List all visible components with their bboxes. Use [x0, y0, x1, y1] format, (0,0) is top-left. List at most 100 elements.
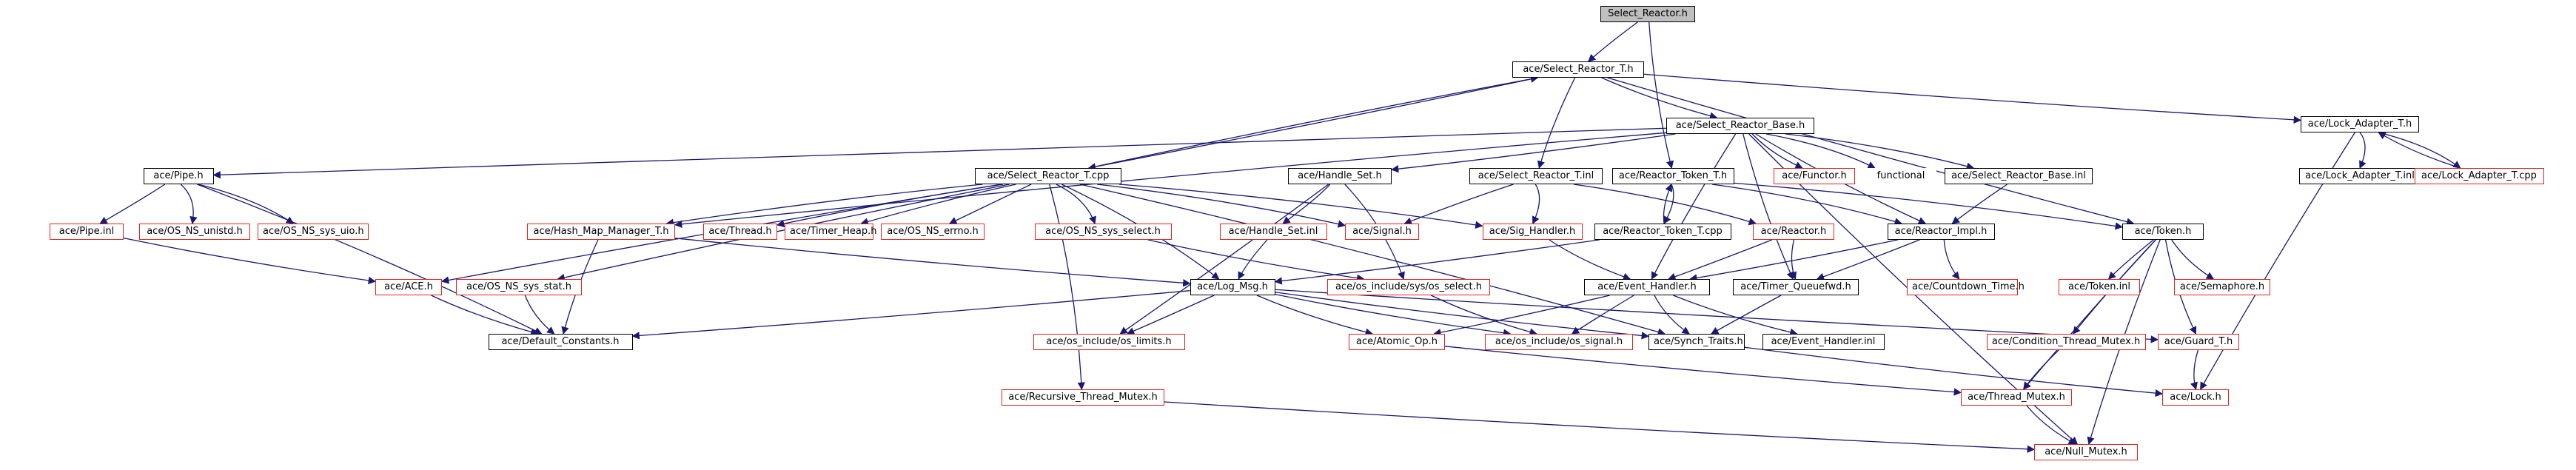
edge-n5-n46 — [1049, 184, 1085, 391]
edge-n33-n41 — [1571, 295, 1634, 335]
node-ace-reactor-impl-h[interactable]: ace/Reactor_Impl.h — [1887, 224, 1995, 240]
edge-n32-n41 — [1430, 295, 1537, 336]
node-ace-countdown-time-h[interactable]: ace/Countdown_Time.h — [1907, 279, 2025, 295]
node-ace-synch-traits-h[interactable]: ace/Synch_Traits.h — [1648, 334, 1745, 350]
node-ace-os-include-sys-os-select-h[interactable]: ace/os_include/sys/os_select.h — [1327, 279, 1490, 295]
node-ace-functor-h[interactable]: ace/Functor.h — [1774, 168, 1855, 184]
node-ace-reactor-h[interactable]: ace/Reactor.h — [1753, 224, 1834, 240]
edge-n25-n8 — [1663, 184, 1673, 224]
node-ace-atomic-op-h[interactable]: ace/Atomic_Op.h — [1349, 334, 1445, 350]
edge-n21-n32 — [1147, 239, 1365, 282]
edge-n2-n33 — [1651, 133, 1737, 280]
node-ace-reactor-token-t-cpp[interactable]: ace/Reactor_Token_T.cpp — [1594, 224, 1731, 240]
node-ace-null-mutex-h[interactable]: ace/Null_Mutex.h — [2034, 444, 2138, 460]
node-ace-os-ns-errno-h[interactable]: ace/OS_NS_errno.h — [881, 224, 985, 240]
edge-n14-n29 — [123, 237, 377, 285]
edge-n2-n6 — [1390, 133, 1676, 173]
edge-n31-n45 — [1275, 289, 2159, 343]
edge-n33-n42 — [1654, 295, 1690, 335]
node-ace-select-reactor-t-cpp[interactable]: ace/Select_Reactor_T.cpp — [975, 168, 1121, 184]
edge-n42-n48 — [1744, 346, 2164, 397]
edge-n5-n42 — [1079, 184, 1666, 336]
edge-n27-n34 — [1816, 239, 1920, 281]
node-ace-token-inl[interactable]: ace/Token.inl — [2059, 279, 2140, 295]
node-ace-log-msg-h[interactable]: ace/Log_Msg.h — [1190, 279, 1275, 295]
edge-n29-n38 — [431, 295, 539, 336]
node-ace-signal-h[interactable]: ace/Signal.h — [1345, 224, 1419, 240]
node-ace-os-ns-sys-uio-h[interactable]: ace/OS_NS_sys_uio.h — [258, 224, 369, 240]
node-ace-handle-set-inl[interactable]: ace/Handle_Set.inl — [1219, 224, 1327, 240]
edge-n2-n34 — [1743, 133, 1794, 280]
edge-n3-n12 — [2359, 132, 2367, 169]
node-ace-timer-queuefwd-h[interactable]: ace/Timer_Queuefwd.h — [1733, 279, 1859, 295]
node-ace-event-handler-inl[interactable]: ace/Event_Handler.inl — [1762, 334, 1885, 350]
edge-n6-n23 — [1282, 184, 1331, 224]
edge-n5-n18 — [776, 184, 1004, 228]
edge-n40-n47 — [1444, 346, 1962, 396]
edge-n1-n5 — [1087, 77, 1538, 171]
edge-n2-n9 — [1751, 133, 1803, 169]
edge-n0-n1 — [1588, 21, 1638, 62]
edge-n3-n13 — [2378, 132, 2461, 169]
node-ace-guard-t-h[interactable]: ace/Guard_T.h — [2158, 334, 2239, 350]
edge-n17-n31 — [674, 238, 1191, 287]
node-ace-os-ns-unistd-h[interactable]: ace/OS_NS_unistd.h — [139, 224, 250, 240]
edge-n33-n43 — [1673, 295, 1798, 336]
edge-n34-n42 — [1711, 295, 1782, 335]
node-ace-handle-set-h[interactable]: ace/Handle_Set.h — [1288, 168, 1392, 184]
edge-n44-n47 — [2023, 349, 2059, 390]
node-ace-os-include-os-limits-h[interactable]: ace/os_include/os_limits.h — [1033, 334, 1185, 350]
node-ace-sig-handler-h[interactable]: ace/Sig_Handler.h — [1482, 224, 1583, 240]
node-ace-thread-h[interactable]: ace/Thread.h — [703, 224, 777, 240]
edge-n4-n16 — [198, 184, 295, 224]
node-ace-lock-h[interactable]: ace/Lock.h — [2162, 389, 2229, 406]
edge-n27-n33 — [1689, 239, 1898, 282]
node-ace-event-handler-h[interactable]: ace/Event_Handler.h — [1584, 279, 1710, 295]
node-ace-lock-adapter-t-inl[interactable]: ace/Lock_Adapter_T.inl — [2298, 168, 2421, 184]
node-ace-select-reactor-t-h[interactable]: ace/Select_Reactor_T.h — [1512, 61, 1644, 78]
node-ace-default-constants-h[interactable]: ace/Default_Constants.h — [488, 334, 633, 350]
node-ace-pipe-h[interactable]: ace/Pipe.h — [143, 168, 214, 184]
node-ace-thread-mutex-h[interactable]: ace/Thread_Mutex.h — [1961, 389, 2072, 406]
node-ace-semaphore-h[interactable]: ace/Semaphore.h — [2174, 279, 2270, 295]
edge-n33-n40 — [1433, 295, 1610, 337]
edge-n25-n31 — [1274, 239, 1600, 285]
node-ace-select-reactor-t-inl[interactable]: ace/Select_Reactor_T.inl — [1469, 168, 1603, 184]
node-ace-os-ns-sys-select-h[interactable]: ace/OS_NS_sys_select.h — [1034, 224, 1172, 240]
node-ace-token-h[interactable]: ace/Token.h — [2122, 224, 2204, 240]
edge-n23-n31 — [1238, 239, 1268, 280]
node-ace-timer-heap-h[interactable]: ace/Timer_Heap.h — [785, 224, 877, 240]
edge-n31-n41 — [1275, 294, 1512, 337]
node-ace-select-reactor-base-h[interactable]: ace/Select_Reactor_Base.h — [1666, 118, 1814, 134]
edge-n1-n3 — [1643, 73, 2302, 124]
edge-n31-n39 — [1126, 295, 1215, 335]
node-ace-lock-adapter-t-h[interactable]: ace/Lock_Adapter_T.h — [2301, 116, 2419, 132]
edge-n31-n42 — [1275, 292, 1650, 340]
node-ace-recursive-thread-mutex-h[interactable]: ace/Recursive_Thread_Mutex.h — [1002, 389, 1164, 406]
edge-n2-n11 — [1785, 133, 1975, 170]
edge-n5-n17 — [665, 184, 983, 226]
node-ace-lock-adapter-t-cpp[interactable]: ace/Lock_Adapter_T.cpp — [2414, 168, 2544, 184]
edge-n13-n3 — [2378, 132, 2461, 169]
node-ace-ace-h[interactable]: ace/ACE.h — [375, 279, 442, 295]
edge-n31-n38 — [631, 290, 1190, 340]
edge-n8-n27 — [1712, 184, 1902, 226]
node-ace-os-ns-sys-stat-h[interactable]: ace/OS_NS_sys_stat.h — [456, 279, 582, 295]
edge-n1-n2 — [1601, 77, 1718, 120]
node-ace-os-include-os-signal-h[interactable]: ace/os_include/os_signal.h — [1485, 334, 1633, 350]
edge-n26-n34 — [1789, 239, 1797, 280]
edge-n30-n38 — [524, 295, 555, 335]
edge-n8-n25 — [1663, 184, 1674, 224]
edge-n7-n24 — [1532, 184, 1540, 224]
edge-n5-n21 — [1056, 184, 1096, 224]
edge-n5-n20 — [948, 184, 1032, 224]
node-select-reactor-h[interactable]: Select_Reactor.h — [1600, 6, 1695, 22]
edge-n4-n38 — [197, 184, 543, 335]
node-ace-select-reactor-base-inl[interactable]: ace/Select_Reactor_Base.inl — [1945, 168, 2093, 184]
edge-n4-n15 — [180, 184, 198, 225]
node-ace-reactor-token-t-h[interactable]: ace/Reactor_Token_T.h — [1611, 168, 1734, 184]
node-ace-condition-thread-mutex-h[interactable]: ace/Condition_Thread_Mutex.h — [1986, 334, 2146, 350]
node-ace-pipe-inl[interactable]: ace/Pipe.inl — [50, 224, 124, 240]
node-ace-hash-map-manager-t-h[interactable]: ace/Hash_Map_Manager_T.h — [527, 224, 675, 240]
